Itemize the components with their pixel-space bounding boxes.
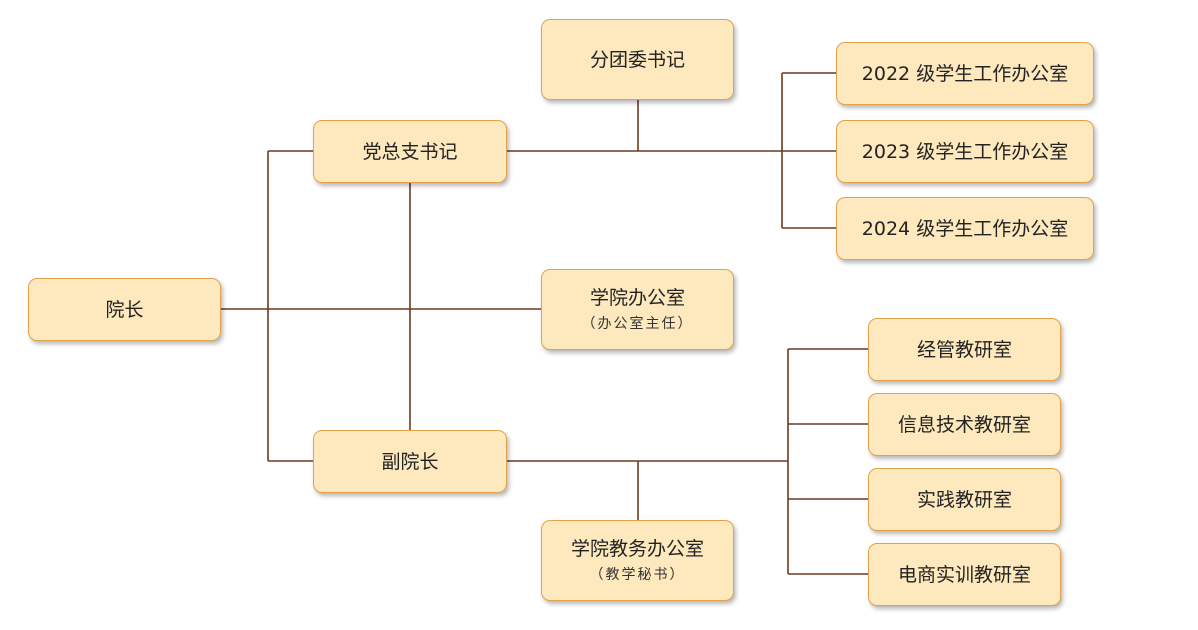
node-label: 院长 [105, 298, 144, 321]
node-practice-teaching-office: 实践教研室 [868, 468, 1061, 531]
node-label: 学院教务办公室 [570, 538, 704, 560]
node-label: 2022 级学生工作办公室 [861, 62, 1069, 85]
node-label: 副院长 [381, 450, 439, 473]
node-label: 分团委书记 [589, 48, 685, 71]
node-label: 2024 级学生工作办公室 [861, 217, 1069, 240]
node-label: 信息技术教研室 [897, 413, 1031, 436]
node-sublabel: （办公室主任） [581, 316, 694, 332]
node-label: 党总支书记 [362, 140, 458, 163]
node-label: 学院办公室 [589, 287, 685, 309]
node-party-secretary: 党总支书记 [313, 120, 507, 183]
node-label: 实践教研室 [916, 488, 1012, 511]
node-college-office: 学院办公室 （办公室主任） [541, 269, 734, 350]
node-ecommerce-teaching-office: 电商实训教研室 [868, 543, 1061, 606]
node-management-teaching-office: 经管教研室 [868, 318, 1061, 381]
node-label: 经管教研室 [916, 338, 1012, 361]
node-student-office-2022: 2022 级学生工作办公室 [836, 42, 1094, 105]
node-label: 电商实训教研室 [897, 563, 1031, 586]
node-academic-affairs-office: 学院教务办公室 （教学秘书） [541, 520, 734, 601]
node-youth-league-secretary: 分团委书记 [541, 19, 734, 100]
node-dean: 院长 [28, 278, 221, 341]
node-vice-dean: 副院长 [313, 430, 507, 493]
node-label: 2023 级学生工作办公室 [861, 140, 1069, 163]
node-student-office-2024: 2024 级学生工作办公室 [836, 197, 1094, 260]
node-sublabel: （教学秘书） [589, 567, 686, 583]
node-it-teaching-office: 信息技术教研室 [868, 393, 1061, 456]
node-student-office-2023: 2023 级学生工作办公室 [836, 120, 1094, 183]
